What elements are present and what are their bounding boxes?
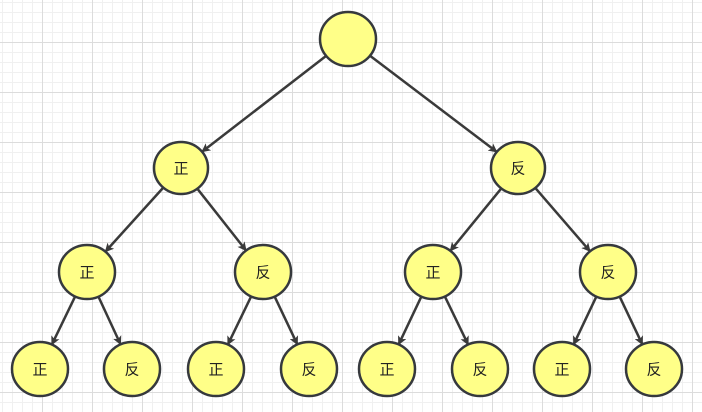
edge-l2-0-to-l3-0 [50, 295, 77, 346]
node-label: 反 [646, 361, 661, 379]
node-label: 反 [124, 361, 139, 379]
tree-node-l1-0: 正 [152, 140, 210, 196]
node-label: 反 [510, 160, 525, 178]
tree-node-l2-1: 反 [233, 243, 293, 301]
node-circle [152, 140, 210, 196]
node-circle [624, 340, 684, 398]
node-label: 正 [79, 264, 94, 282]
node-circle [10, 340, 70, 398]
node-circle [450, 340, 510, 398]
node-label: 正 [208, 361, 223, 379]
node-label: 正 [173, 160, 188, 178]
tree-node-l3-5: 反 [450, 340, 510, 398]
tree-node-l3-4: 正 [357, 340, 417, 398]
node-circle [279, 340, 339, 398]
tree-node-l3-2: 正 [186, 340, 246, 398]
node-label: 反 [600, 264, 615, 282]
edge-l2-2-to-l3-5 [443, 295, 470, 346]
tree-node-l3-0: 正 [10, 340, 70, 398]
tree-node-l2-0: 正 [57, 243, 117, 301]
node-label: 反 [255, 264, 270, 282]
edge-l1-0-to-l2-1 [196, 187, 248, 252]
edge-l1-1-to-l2-3 [534, 187, 592, 253]
node-circle [532, 340, 592, 398]
node-label: 反 [301, 361, 316, 379]
tree-node-l3-6: 正 [532, 340, 592, 398]
edge-l2-3-to-l3-6 [572, 296, 598, 346]
node-label: 正 [32, 361, 47, 379]
edge-root-to-l1-1 [369, 54, 498, 153]
node-circle [403, 243, 463, 301]
node-circle [489, 140, 547, 196]
edges-layer [50, 54, 644, 346]
node-circle [102, 340, 162, 398]
node-label: 反 [472, 361, 487, 379]
tree-node-l2-3: 反 [578, 243, 638, 301]
tree-node-l3-3: 反 [279, 340, 339, 398]
edge-l1-0-to-l2-0 [104, 186, 165, 253]
nodes-layer: 正反正反正反正反正反正反正反 [10, 10, 684, 398]
node-label: 正 [425, 264, 440, 282]
edge-l1-1-to-l2-2 [449, 187, 503, 252]
node-circle [357, 340, 417, 398]
tree-node-l1-1: 反 [489, 140, 547, 196]
node-circle [578, 243, 638, 301]
edge-root-to-l1-0 [201, 54, 327, 153]
node-label: 正 [554, 361, 569, 379]
node-circle [318, 10, 378, 68]
node-circle [233, 243, 293, 301]
edge-l2-0-to-l3-1 [97, 296, 122, 346]
node-label: 正 [379, 361, 394, 379]
edge-l2-2-to-l3-4 [397, 296, 423, 346]
tree-node-l2-2: 正 [403, 243, 463, 301]
edge-l2-3-to-l3-7 [618, 296, 644, 346]
node-circle [186, 340, 246, 398]
tree-node-l3-1: 反 [102, 340, 162, 398]
edge-l2-1-to-l3-3 [273, 296, 299, 346]
edge-l2-1-to-l3-2 [226, 295, 253, 346]
tree-node-root [318, 10, 378, 68]
node-circle [57, 243, 117, 301]
tree-node-l3-7: 反 [624, 340, 684, 398]
